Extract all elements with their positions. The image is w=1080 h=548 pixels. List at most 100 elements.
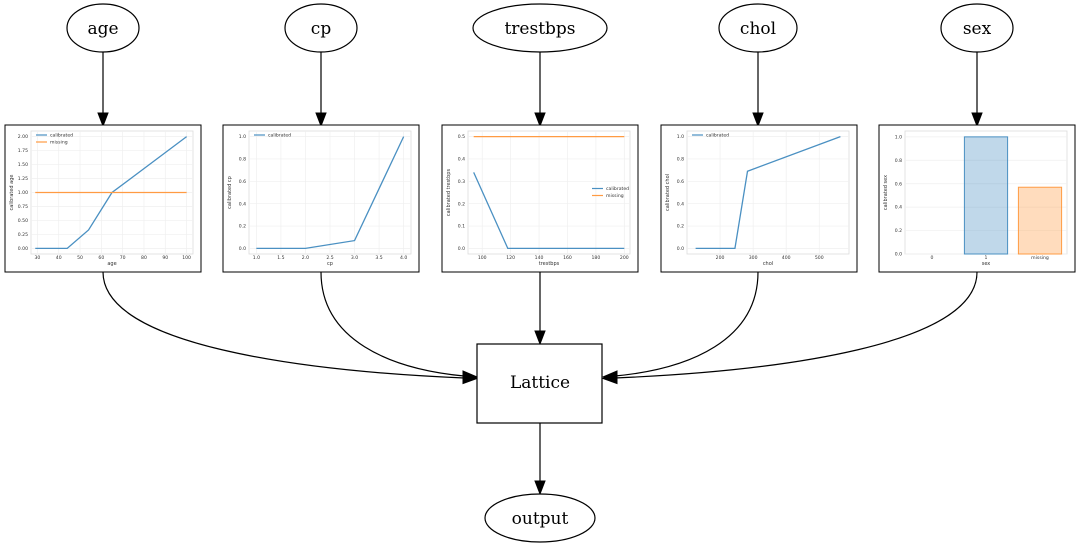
y-tick-label: 0.2	[677, 224, 684, 230]
x-tick-label: 4.0	[400, 255, 407, 261]
node-ellipse	[472, 3, 608, 53]
input-node-cp[interactable]: cp	[284, 3, 358, 53]
y-axis-label: calibrated age	[9, 175, 15, 211]
x-tick-label: 80	[141, 255, 147, 261]
y-tick-label: 1.25	[18, 176, 28, 182]
x-axis-label: trestbps	[539, 261, 560, 267]
legend-label: missing	[606, 193, 624, 199]
calibrator-edges	[102, 271, 978, 385]
output-label: output	[512, 509, 569, 529]
output-node[interactable]: output	[484, 493, 596, 543]
y-tick-label: 0.6	[239, 179, 246, 185]
x-axis-label: age	[107, 261, 116, 267]
plot-area	[686, 130, 850, 255]
x-tick-label: 120	[506, 255, 515, 261]
x-tick-label: 70	[120, 255, 126, 261]
legend-label: calibrated	[606, 186, 629, 192]
node-label-trestbps: trestbps	[504, 19, 575, 39]
x-tick-label: 1.0	[253, 255, 260, 261]
lattice-box	[476, 343, 603, 424]
legend-label: calibrated	[268, 133, 291, 139]
x-tick-label: 200	[620, 255, 629, 261]
y-tick-label: 0.6	[895, 181, 902, 187]
y-tick-label: 0.2	[895, 228, 902, 234]
x-tick-label: 1	[985, 255, 988, 261]
plot-area	[904, 130, 1068, 255]
node-label-cp: cp	[311, 19, 332, 39]
y-tick-label: 0.2	[458, 201, 465, 207]
y-axis-label: calibrated sex	[883, 175, 889, 210]
x-axis-label: cp	[327, 261, 333, 267]
y-tick-label: 0.00	[18, 246, 28, 252]
series-line-calibrated	[473, 172, 625, 250]
y-tick-label: 0.50	[18, 218, 28, 224]
edge-age-calibrator-to-lattice	[102, 271, 465, 379]
x-tick-label: 300	[749, 255, 758, 261]
y-tick-label: 0.4	[458, 157, 465, 163]
y-tick-label: 0.0	[239, 246, 246, 252]
node-ellipse	[484, 493, 596, 543]
node-label-age: age	[87, 19, 118, 39]
edge-lattice-to-output	[534, 423, 546, 496]
legend-label: missing	[50, 140, 68, 146]
plot-area	[467, 130, 631, 255]
x-tick-label: 1.5	[277, 255, 284, 261]
y-tick-label: 0.4	[239, 201, 246, 207]
series-line-calibrated	[695, 135, 841, 250]
edge-chol-calibrator-to-lattice	[614, 271, 759, 377]
y-tick-label: 1.0	[895, 134, 902, 140]
y-tick-label: 0.3	[458, 179, 465, 185]
x-tick-label: 3.5	[375, 255, 382, 261]
y-axis-label: calibrated trestbps	[446, 169, 452, 217]
y-axis-label: calibrated chol	[665, 174, 671, 211]
y-tick-label: 1.50	[18, 162, 28, 168]
edge-trestbps-arrowhead	[534, 330, 546, 346]
x-tick-label: 40	[56, 255, 62, 261]
input-node-trestbps[interactable]: trestbps	[472, 3, 608, 53]
y-tick-label: 0.8	[677, 157, 684, 163]
y-axis-label: calibrated cp	[227, 176, 233, 209]
x-tick-label: 200	[716, 255, 725, 261]
x-tick-label: 50	[77, 255, 83, 261]
input-node-sex[interactable]: sex	[940, 3, 1014, 53]
y-tick-label: 0.1	[458, 224, 465, 230]
edge-cp-to-calibrator	[315, 52, 327, 128]
edge-sex-to-calibrator	[971, 52, 983, 128]
x-tick-label: 500	[815, 255, 824, 261]
x-tick-label: 0	[931, 255, 934, 261]
y-tick-label: 0.6	[677, 179, 684, 185]
bar-missing	[1017, 186, 1063, 255]
legend-label: calibrated	[706, 133, 729, 139]
x-tick-label: 60	[98, 255, 104, 261]
input-edges	[97, 52, 983, 128]
x-tick-label: 2.0	[302, 255, 309, 261]
x-tick-label: 160	[563, 255, 572, 261]
node-label-chol: chol	[740, 19, 776, 39]
input-node-age[interactable]: age	[66, 3, 140, 53]
x-axis-label: chol	[763, 261, 773, 267]
x-tick-label: 90	[162, 255, 168, 261]
input-node-chol[interactable]: chol	[718, 3, 798, 53]
y-tick-label: 1.0	[239, 134, 246, 140]
y-tick-label: 0.2	[239, 224, 246, 230]
y-tick-label: 0.4	[677, 201, 684, 207]
edge-trestbps-to-calibrator	[534, 52, 546, 128]
series-line-calibrated	[256, 136, 405, 250]
x-tick-label: 180	[592, 255, 601, 261]
y-tick-label: 1.75	[18, 148, 28, 154]
bar-1	[963, 136, 1009, 255]
y-tick-label: 2.00	[18, 134, 28, 140]
node-label-sex: sex	[963, 19, 992, 39]
x-tick-label: 3.0	[351, 255, 358, 261]
lattice-node[interactable]: Lattice	[476, 343, 603, 424]
x-tick-label: 400	[782, 255, 791, 261]
legend-label: calibrated	[50, 133, 73, 139]
